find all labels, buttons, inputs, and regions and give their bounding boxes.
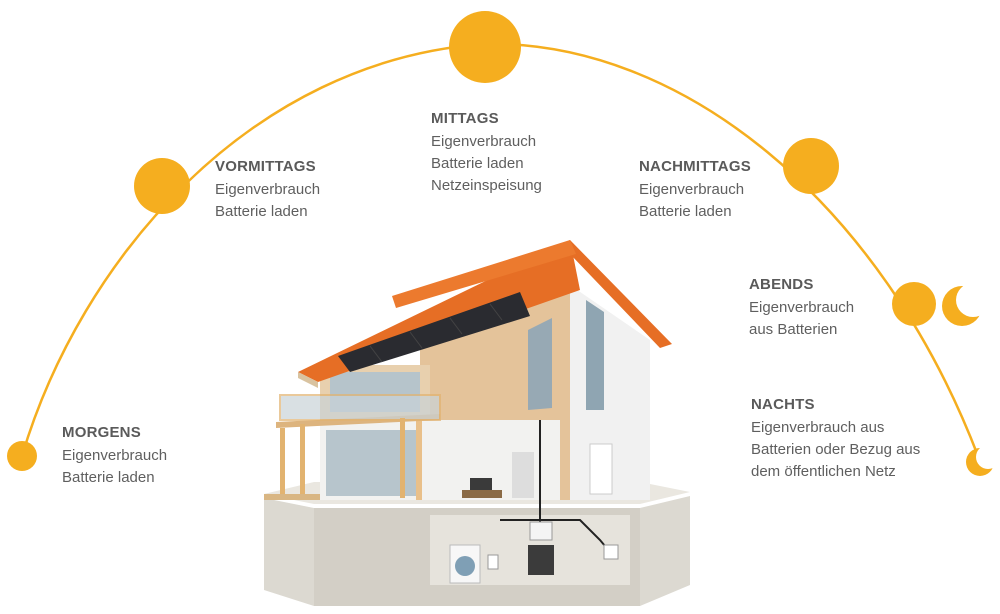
roof-upper: [392, 240, 576, 308]
phase-label-nachts: NACHTS Eigenverbrauch aus Batterien oder…: [751, 396, 920, 483]
crescent-moon-icon-abends: [942, 283, 990, 326]
phase-line: Eigenverbrauch: [431, 133, 537, 150]
tv-table: [462, 490, 502, 498]
solar-panel-gridline: [369, 345, 383, 363]
grid-connection-icon: [603, 544, 619, 560]
phase-line: Eigenverbrauch: [215, 181, 321, 198]
phase-line: Netzeinspeisung: [431, 177, 542, 194]
meter-cabinet: [589, 443, 613, 495]
sun-icon-abends: [892, 282, 936, 326]
phase-line: aus Batterien: [749, 321, 838, 338]
meter-icon: [487, 554, 499, 570]
house-icon: [264, 240, 690, 606]
interior-door: [512, 452, 534, 498]
sun-icon-nachmittags: [783, 138, 839, 194]
solar-panel-icon: [338, 292, 530, 372]
crescent-moon-icon-nachts: [966, 445, 1000, 476]
post: [400, 418, 405, 498]
phase-line: Eigenverbrauch: [62, 447, 168, 464]
phase-line: Eigenverbrauch aus: [751, 419, 885, 436]
porch-floor: [264, 494, 320, 500]
phase-line: Eigenverbrauch: [639, 181, 745, 198]
phase-title: MITTAGS: [431, 110, 499, 127]
phase-label-vormittags: VORMITTAGS Eigenverbrauch Batterie laden: [215, 158, 320, 223]
sun-icon-morgens: [7, 441, 37, 471]
post: [300, 424, 305, 498]
phase-label-nachmittags: NACHMITTAGS Eigenverbrauch Batterie lade…: [639, 158, 751, 223]
roof-underside: [298, 372, 318, 388]
roof-right-eave: [570, 240, 672, 348]
tv-screen: [470, 478, 492, 492]
phase-label-mittags: MITTAGS Eigenverbrauch Batterie laden Ne…: [431, 110, 542, 197]
phase-title: VORMITTAGS: [215, 158, 316, 175]
phase-title: NACHMITTAGS: [639, 158, 751, 175]
post: [280, 428, 285, 498]
phase-line: Batterie laden: [431, 155, 524, 172]
phase-title: ABENDS: [749, 276, 814, 293]
sun-icon-vormittags: [134, 158, 190, 214]
wood-wall: [416, 420, 422, 500]
solar-panel-gridline: [409, 331, 423, 349]
solar-panel-gridline: [489, 303, 503, 321]
solar-panel-gridline: [449, 317, 463, 335]
battery-storage-icon: [528, 545, 554, 575]
gable-window: [586, 300, 604, 410]
phase-line: dem öffentlichen Netz: [751, 463, 896, 480]
washing-machine-icon: [449, 544, 481, 584]
phase-line: Batterie laden: [62, 469, 155, 486]
phase-label-morgens: MORGENS Eigenverbrauch Batterie laden: [62, 424, 167, 489]
phase-line: Batterie laden: [215, 203, 308, 220]
phase-line: Batterien oder Bezug aus: [751, 441, 921, 458]
front-window: [528, 318, 552, 410]
phase-title: NACHTS: [751, 396, 815, 413]
phase-line: Eigenverbrauch: [749, 299, 855, 316]
sun-icon-mittags: [449, 11, 521, 83]
phase-label-abends: ABENDS Eigenverbrauch aus Batterien: [749, 276, 854, 341]
inverter-icon: [529, 521, 553, 541]
phase-line: Batterie laden: [639, 203, 732, 220]
phase-title: MORGENS: [62, 424, 141, 441]
balcony-railing: [279, 394, 441, 421]
